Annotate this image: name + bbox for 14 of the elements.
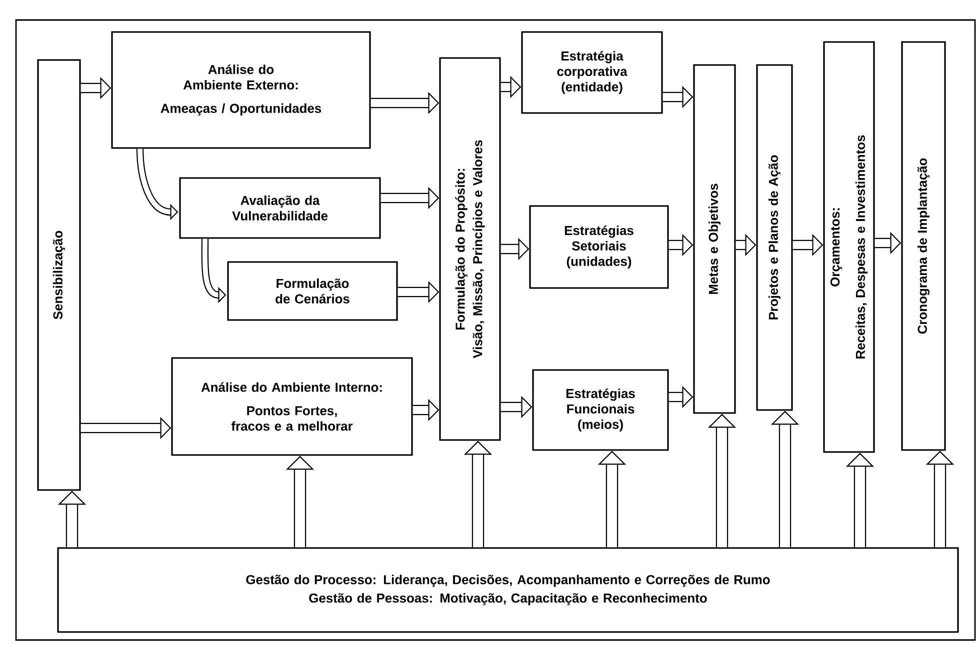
process-box: Estratégias Setoriais (unidades) [529, 205, 669, 289]
process-box: Formulação do Propósito: Visão, Missão, Princípios e Valores [439, 57, 501, 441]
process-box: Análise do Ambiente Externo: Ameaças / Oportunidades [111, 31, 371, 149]
process-box: Estratégias Funcionais (meios) [532, 369, 669, 451]
process-box: Orçamentos: Receitas, Despesas e Investimentos [823, 41, 875, 453]
process-box: Projetos e Planos de Ação [756, 64, 793, 411]
management-bar: Gestão do Processo: Liderança, Decisões, Acompanhamento e Correções de Rumo Gestão de Pessoas: Motivação, Capacitação e Reconhecimento [57, 547, 959, 633]
process-box: Metas e Objetivos [693, 64, 736, 414]
process-box: Avaliação da Vulnerabilidade [179, 177, 381, 239]
process-box: Análise do Ambiente Interno: Pontos Fortes, fracos e a melhorar [171, 357, 413, 456]
process-box: Estratégia corporativa (entidade) [521, 31, 663, 114]
process-box: Cronograma de Implantação [901, 41, 946, 451]
process-box: Sensibilização [37, 59, 81, 491]
process-box: Formulação de Cenários [227, 261, 398, 321]
